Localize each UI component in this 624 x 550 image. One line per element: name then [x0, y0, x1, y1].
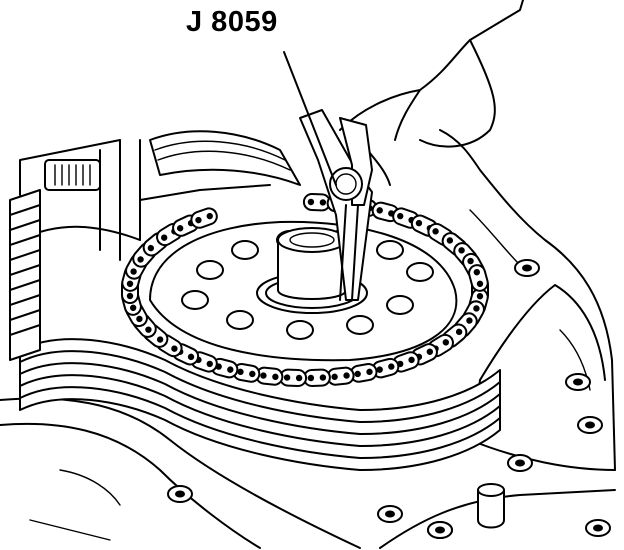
housing-bolts [167, 259, 611, 539]
chain-pin [130, 268, 137, 275]
chain-pin [137, 256, 144, 263]
chain-plate [326, 366, 355, 386]
bolt-hole [522, 264, 532, 272]
chain-pin [415, 219, 423, 227]
chain-pin [237, 368, 244, 376]
chain-pin [319, 374, 327, 381]
chain-plate [279, 368, 308, 387]
dowel-pin [477, 489, 505, 529]
chain-pin [160, 234, 168, 241]
chain-pin [272, 373, 279, 381]
dowel-pin-top [477, 483, 505, 497]
chain-pin [432, 228, 439, 235]
bolt-hole [585, 421, 595, 429]
chain-pin [319, 199, 327, 206]
chain-plate [302, 368, 331, 387]
chain-link [302, 193, 331, 212]
chain-pin [147, 244, 155, 252]
chain-pin [354, 370, 361, 378]
sprocket-hole [231, 240, 259, 260]
chain-pin [227, 366, 234, 373]
chain-link [232, 363, 261, 383]
chain-pin [408, 356, 415, 364]
chain-pin [473, 269, 481, 276]
chain-pin [343, 372, 350, 379]
chain-pin [195, 216, 202, 224]
chain-plate [190, 207, 218, 229]
bolt-hole [573, 378, 583, 386]
bolt-hole [435, 526, 445, 534]
bolt-hole [175, 490, 185, 498]
sprocket-hole [376, 240, 404, 260]
chain-link [190, 207, 218, 229]
pliers-tool-j8059 [299, 109, 373, 301]
chain-pin [366, 368, 373, 376]
tool-label: J 8059 [186, 6, 278, 38]
chain-pin [126, 280, 134, 287]
sprocket-hub [256, 227, 368, 314]
chain-pin [295, 374, 303, 382]
chain-pin [249, 370, 256, 378]
chain-link [302, 368, 331, 387]
chain-pin [156, 336, 164, 343]
chain-pin [307, 198, 315, 206]
chain-pin [446, 237, 454, 244]
chain-pin [145, 326, 152, 333]
chain-pin [136, 315, 143, 323]
chain-pin [442, 339, 450, 346]
chain-pin [426, 348, 434, 355]
chain-pin [126, 292, 134, 300]
bolt-hole [385, 510, 395, 518]
chain-pin [171, 345, 178, 352]
sprocket-hole [406, 262, 434, 282]
chain-link [210, 357, 239, 379]
chain-pin [455, 328, 463, 336]
chain-pin [176, 225, 184, 232]
chain-pin [473, 305, 480, 312]
leader-line [283, 51, 337, 186]
chain-link [392, 351, 420, 373]
sprocket-hole [386, 295, 414, 315]
chain-pin [331, 373, 338, 381]
bolt-hole [593, 524, 603, 532]
chain-pin [129, 304, 137, 311]
chain-pin [260, 372, 267, 379]
sprocket-hole [346, 315, 374, 335]
chain-pin [187, 353, 195, 361]
chain-pin [467, 257, 474, 265]
sprocket-hole [286, 320, 314, 340]
chain-pin [376, 207, 383, 214]
chain-pin [466, 317, 473, 324]
chain-link [326, 366, 355, 386]
sprocket-holes [181, 228, 434, 340]
chain-plate [302, 193, 331, 212]
chain-pin [476, 293, 484, 300]
chain-link [349, 363, 378, 383]
chain-pin [206, 360, 213, 368]
sprocket-hole [226, 310, 254, 330]
chain-link [279, 368, 308, 387]
chain-pin [388, 363, 395, 370]
chain-plate [468, 264, 489, 292]
chain-pin [206, 212, 213, 220]
chain-pin [476, 280, 484, 287]
timing-chain-stack [9, 130, 501, 471]
chain-pin [376, 366, 383, 373]
chain-pin [458, 247, 465, 254]
chain-pin [397, 212, 404, 220]
chain-pin [283, 374, 291, 381]
sprocket-hole [196, 260, 224, 280]
bolt-hole [515, 459, 525, 467]
chain-pin [307, 374, 315, 382]
chain-link [468, 264, 489, 292]
sprocket-hole [181, 290, 209, 310]
